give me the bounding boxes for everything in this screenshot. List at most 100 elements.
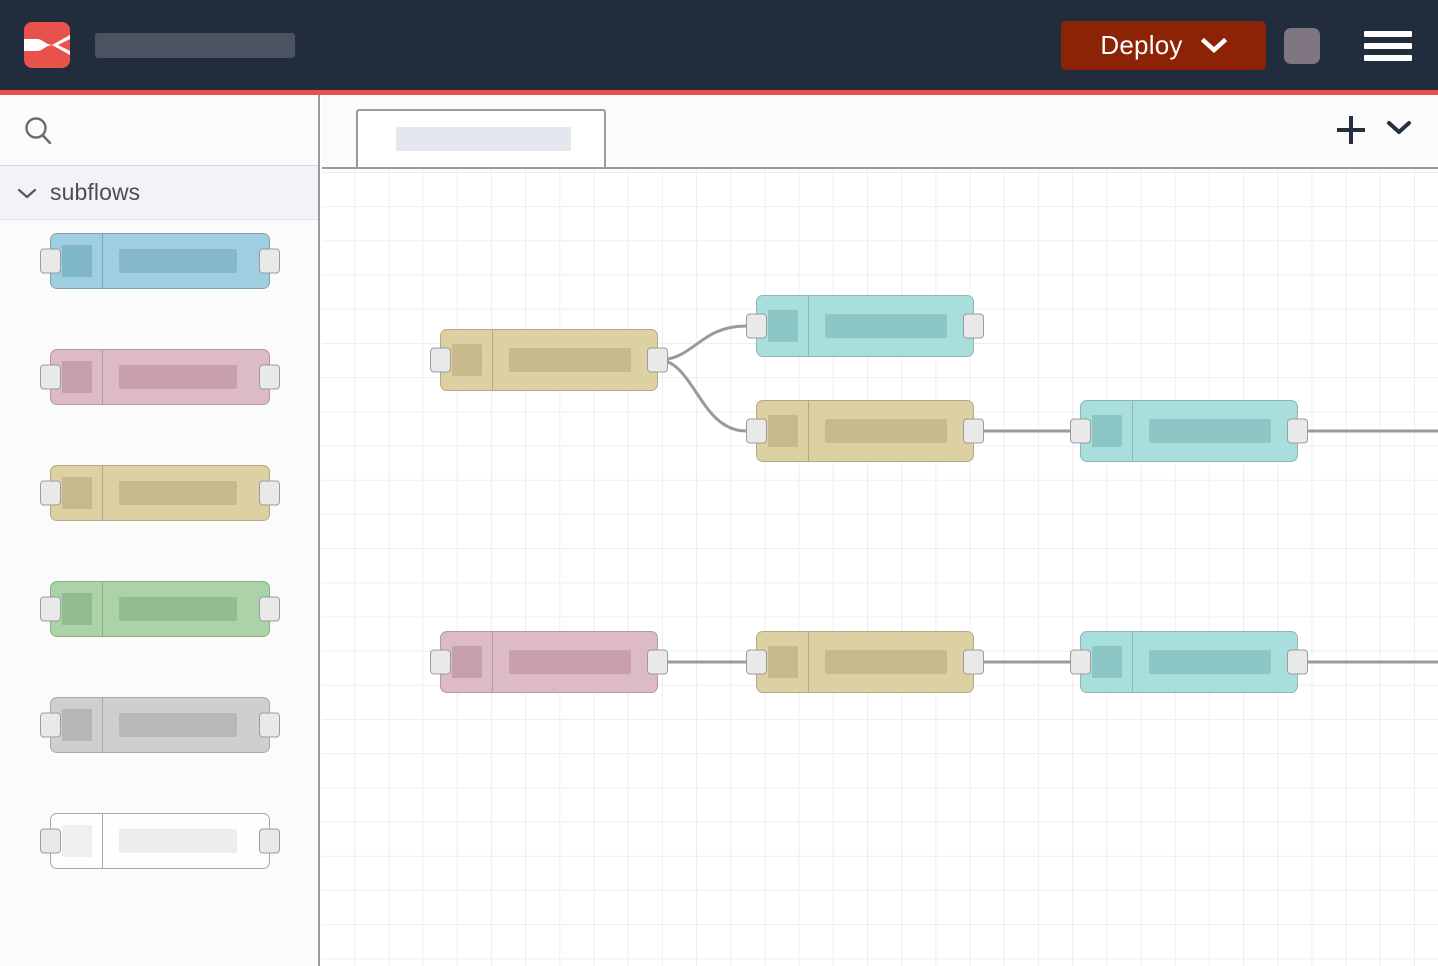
app-title [95, 33, 295, 58]
node-label [119, 481, 237, 505]
node-type-icon [767, 310, 798, 342]
node-input-port[interactable] [746, 313, 767, 339]
node-output-port[interactable] [1287, 649, 1308, 675]
node-icon-cell [51, 698, 103, 752]
palette-sidebar: subflows [0, 95, 320, 966]
node-label [119, 713, 237, 737]
node-body [493, 330, 657, 390]
node-input-port[interactable] [40, 480, 61, 506]
node-input-port[interactable] [40, 596, 61, 622]
node-input-port[interactable] [40, 828, 61, 854]
node-icon-cell [51, 466, 103, 520]
node-output-port[interactable] [647, 347, 668, 373]
workspace [322, 95, 1438, 966]
wire-inject-to-debug-top[interactable] [656, 324, 748, 362]
node-input-port[interactable] [1070, 418, 1091, 444]
flow-node-inject[interactable] [430, 329, 668, 391]
node-output-port[interactable] [259, 712, 280, 738]
app-header: Deploy [0, 0, 1438, 90]
node-label [119, 249, 237, 273]
palette-node-3[interactable] [40, 465, 280, 521]
node-label [119, 829, 237, 853]
flow-node-trigger[interactable] [430, 631, 668, 693]
node-body [103, 814, 269, 868]
node-input-port[interactable] [746, 649, 767, 675]
plus-icon[interactable] [1336, 115, 1366, 145]
node-output-port[interactable] [963, 649, 984, 675]
node-output-port[interactable] [259, 596, 280, 622]
node-output-port[interactable] [1287, 418, 1308, 444]
node-output-port[interactable] [259, 480, 280, 506]
node-body [103, 466, 269, 520]
node-icon-cell [757, 296, 809, 356]
node-label [825, 419, 947, 443]
flow-tab-label [396, 127, 571, 151]
flow-node-debug-top[interactable] [746, 295, 984, 357]
node-type-icon [767, 415, 798, 447]
node-output-port[interactable] [963, 313, 984, 339]
node-icon-cell [51, 582, 103, 636]
node-body [1133, 401, 1297, 461]
node-input-port[interactable] [430, 649, 451, 675]
hamburger-menu-icon[interactable] [1364, 28, 1412, 64]
palette-node-2[interactable] [40, 349, 280, 405]
node-type-icon [1091, 646, 1122, 678]
node-icon-cell [51, 350, 103, 404]
node-input-port[interactable] [40, 248, 61, 274]
wire-inject-to-function[interactable] [656, 358, 748, 433]
search-icon [25, 117, 52, 145]
node-icon-cell [757, 401, 809, 461]
deploy-button[interactable]: Deploy [1061, 21, 1266, 70]
flow-tab-bar [322, 95, 1438, 167]
node-type-icon [1091, 415, 1122, 447]
node-type-icon [61, 245, 92, 277]
node-body [103, 582, 269, 636]
flow-node-change[interactable] [746, 631, 984, 693]
hamburger-bar [1364, 55, 1412, 61]
node-icon-cell [1081, 632, 1133, 692]
node-label [1149, 650, 1271, 674]
node-input-port[interactable] [746, 418, 767, 444]
node-output-port[interactable] [259, 828, 280, 854]
node-body [809, 632, 973, 692]
node-input-port[interactable] [40, 364, 61, 390]
node-output-port[interactable] [647, 649, 668, 675]
node-type-icon [61, 477, 92, 509]
flow-node-output-mid[interactable] [1070, 400, 1308, 462]
flow-canvas[interactable] [322, 167, 1438, 966]
chevron-down-icon[interactable] [1384, 117, 1414, 139]
node-type-icon [61, 361, 92, 393]
node-type-icon [767, 646, 798, 678]
node-input-port[interactable] [40, 712, 61, 738]
palette-search-input[interactable] [0, 95, 318, 166]
node-type-icon [61, 825, 92, 857]
palette-node-list [0, 220, 318, 869]
flow-tab-1[interactable] [356, 109, 606, 167]
flow-node-function[interactable] [746, 400, 984, 462]
chevron-down-icon [1200, 37, 1227, 53]
deploy-button-label: Deploy [1100, 30, 1183, 60]
node-body [809, 401, 973, 461]
palette-category-subflows[interactable]: subflows [0, 166, 318, 220]
node-type-icon [61, 593, 92, 625]
node-icon-cell [757, 632, 809, 692]
palette-node-6[interactable] [40, 813, 280, 869]
node-input-port[interactable] [430, 347, 451, 373]
node-output-port[interactable] [259, 248, 280, 274]
node-output-port[interactable] [963, 418, 984, 444]
flow-node-output-bottom[interactable] [1070, 631, 1308, 693]
chevron-down-icon [17, 188, 37, 198]
palette-node-5[interactable] [40, 697, 280, 753]
node-type-icon [451, 344, 482, 376]
node-body [103, 234, 269, 288]
palette-node-4[interactable] [40, 581, 280, 637]
hamburger-bar [1364, 31, 1412, 37]
node-output-port[interactable] [259, 364, 280, 390]
node-icon-cell [441, 330, 493, 390]
node-label [119, 597, 237, 621]
palette-node-1[interactable] [40, 233, 280, 289]
node-input-port[interactable] [1070, 649, 1091, 675]
avatar[interactable] [1284, 28, 1320, 64]
node-red-logo-icon[interactable] [24, 22, 70, 68]
